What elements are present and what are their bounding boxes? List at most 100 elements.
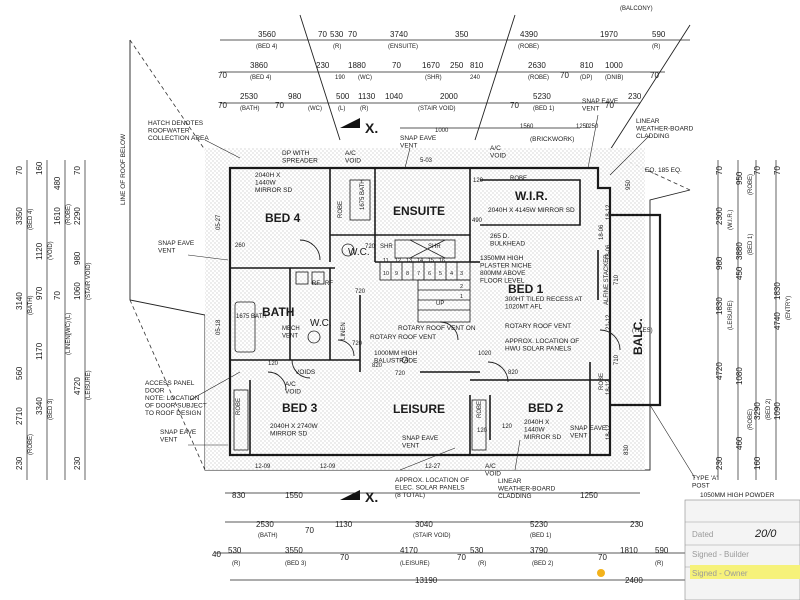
room-balc: BALC.: [631, 318, 645, 355]
svg-text:4170: 4170: [400, 546, 418, 555]
svg-text:5: 5: [439, 271, 442, 277]
svg-text:70: 70: [753, 166, 762, 175]
svg-text:70: 70: [392, 61, 401, 70]
note-type-post: TYPE 'A'POST: [692, 475, 718, 490]
svg-text:450: 450: [735, 266, 744, 280]
right-dims-sub: (ROBE) (W.I.R.) (BED 1) (LEISURE) (BED 2…: [728, 174, 792, 430]
note-line-roof: LINE OF ROOF BELOW: [120, 133, 127, 205]
svg-text:2530: 2530: [256, 520, 274, 529]
svg-text:3860: 3860: [250, 61, 268, 70]
svg-text:1250: 1250: [580, 491, 598, 500]
header-partial-label: (BALCONY): [620, 6, 653, 12]
svg-text:21-12: 21-12: [606, 314, 612, 330]
svg-text:830: 830: [232, 491, 246, 500]
svg-text:720: 720: [355, 289, 366, 295]
svg-text:120: 120: [477, 428, 488, 434]
svg-text:(ROBE): (ROBE): [66, 204, 72, 225]
svg-text:720: 720: [395, 371, 406, 377]
svg-text:13190: 13190: [415, 576, 438, 585]
room-shr2: SHR: [428, 244, 441, 250]
svg-text:350: 350: [455, 30, 469, 39]
svg-text:120: 120: [502, 424, 513, 430]
room-ensuite: ENSUITE: [393, 204, 445, 218]
svg-text:2400: 2400: [625, 576, 643, 585]
svg-text:4740: 4740: [773, 312, 782, 330]
svg-text:2530: 2530: [240, 92, 258, 101]
svg-text:480: 480: [53, 176, 62, 190]
svg-text:(STAIR VOID): (STAIR VOID): [413, 533, 451, 539]
room-labels: BED 4 ENSUITE W.I.R. BED 1 BATH W.C. W.C…: [236, 176, 645, 418]
svg-text:70: 70: [218, 71, 227, 80]
svg-text:1560: 1560: [520, 124, 534, 130]
note-niche-1675b: 1675 BATH: [236, 314, 267, 320]
svg-text:1170: 1170: [35, 342, 44, 360]
room-bed3: BED 3: [282, 401, 318, 415]
svg-text:(STAIR VOID): (STAIR VOID): [86, 262, 92, 300]
svg-text:70: 70: [218, 101, 227, 110]
svg-text:(R): (R): [232, 561, 240, 567]
svg-text:70: 70: [715, 166, 724, 175]
svg-text:(BATH): (BATH): [240, 106, 260, 112]
svg-text:1000: 1000: [435, 128, 449, 134]
svg-text:1250: 1250: [585, 124, 599, 130]
svg-text:530: 530: [470, 546, 484, 555]
svg-text:(R): (R): [652, 44, 660, 50]
svg-text:710: 710: [614, 354, 620, 365]
svg-text:70: 70: [275, 101, 284, 110]
svg-text:(ROBE): (ROBE): [518, 44, 539, 50]
svg-text:190: 190: [335, 75, 346, 81]
svg-text:980: 980: [73, 251, 82, 265]
svg-text:240: 240: [470, 75, 481, 81]
svg-text:(BED 2): (BED 2): [532, 561, 553, 567]
svg-text:3350: 3350: [15, 207, 24, 225]
note-niche-1675: 1675 BATH: [360, 179, 366, 210]
svg-text:(LINEN): (LINEN): [66, 333, 72, 355]
roofwater-hatch-area: [205, 148, 645, 470]
svg-text:1000: 1000: [605, 61, 623, 70]
svg-text:2: 2: [460, 284, 463, 290]
room-bath: BATH: [262, 305, 294, 319]
room-bed2: BED 2: [528, 401, 564, 415]
svg-text:720: 720: [365, 244, 376, 250]
room-robe3: ROBE: [236, 398, 242, 415]
svg-text:11: 11: [383, 258, 389, 264]
svg-text:18-12: 18-12: [606, 379, 612, 395]
top-dims-row1: 3560 70 530 70 3740 350 4390 1970 590 (B…: [256, 30, 666, 50]
svg-text:Signed - Owner: Signed - Owner: [692, 569, 748, 578]
svg-text:(ENSUITE): (ENSUITE): [388, 44, 418, 50]
room-leisure: LEISURE: [393, 402, 445, 416]
svg-text:3560: 3560: [258, 30, 276, 39]
svg-text:810: 810: [580, 61, 594, 70]
svg-text:3: 3: [460, 271, 463, 277]
svg-text:(LEISURE): (LEISURE): [86, 370, 92, 400]
left-dimension-lines: [26, 160, 86, 480]
svg-text:(L): (L): [338, 106, 345, 112]
svg-text:590: 590: [655, 546, 669, 555]
svg-text:120: 120: [268, 361, 279, 367]
note-bulkhead: 265 D.BULKHEAD: [490, 233, 525, 248]
svg-text:(ROBE): (ROBE): [28, 434, 34, 455]
svg-text:(R): (R): [333, 44, 341, 50]
svg-text:500: 500: [336, 92, 350, 101]
svg-text:950: 950: [626, 179, 632, 190]
svg-text:2710: 2710: [15, 407, 24, 425]
svg-text:230: 230: [630, 520, 644, 529]
top-dimension-lines: [220, 39, 690, 129]
svg-text:(BED 3): (BED 3): [48, 399, 54, 420]
svg-text:4: 4: [450, 271, 453, 277]
top-dims-row3: 70 2530 70 980 500 1130 1040 2000 70 523…: [218, 92, 642, 112]
svg-text:980: 980: [288, 92, 302, 101]
svg-text:950: 950: [735, 171, 744, 185]
leader-lines: [187, 114, 696, 479]
svg-text:16: 16: [439, 258, 445, 264]
svg-text:160: 160: [753, 456, 762, 470]
svg-text:260: 260: [235, 243, 246, 249]
